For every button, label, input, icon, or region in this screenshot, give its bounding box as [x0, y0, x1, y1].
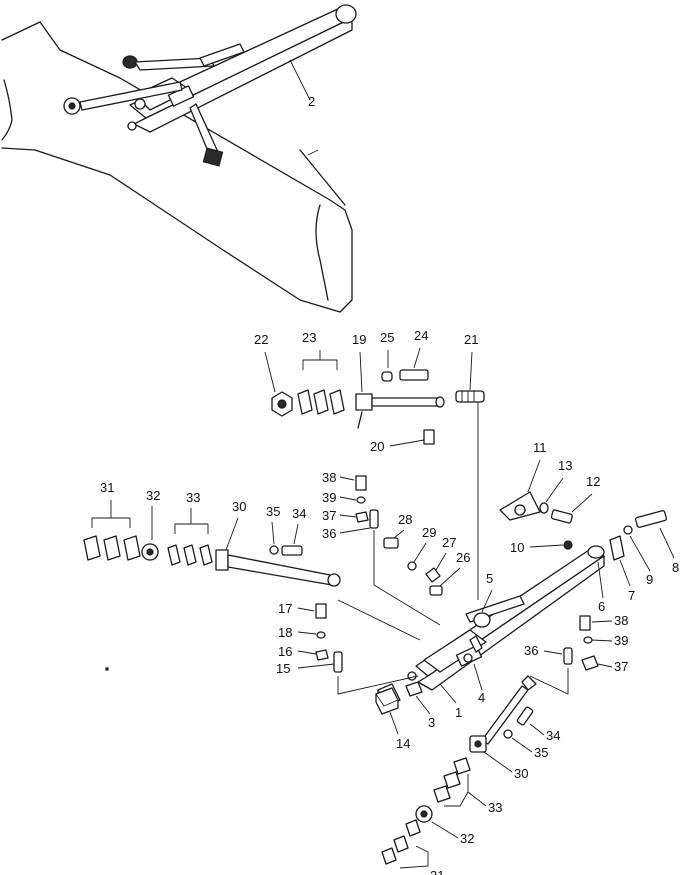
callout-2: 2 [308, 94, 315, 109]
callout-4: 4 [478, 690, 485, 705]
callout-11: 11 [533, 440, 547, 455]
callout-34-lower: 34 [546, 728, 560, 743]
callout-7: 7 [628, 588, 635, 603]
callout-37-upper: 37 [322, 508, 336, 523]
callout-10: 10 [510, 540, 524, 555]
callout-38-lower: 38 [614, 613, 628, 628]
callout-30-lower: 30 [514, 766, 528, 781]
callout-32-upper: 32 [146, 488, 160, 503]
callout-27: 27 [442, 535, 456, 550]
callout-35-lower: 35 [534, 745, 548, 760]
callout-20: 20 [370, 439, 384, 454]
clip-stack-lower [381, 757, 471, 869]
pin-set-left-lower [315, 599, 421, 695]
callout-30-upper: 30 [232, 499, 246, 514]
callout-31-lower: 31 [430, 868, 444, 875]
callout-12: 12 [586, 474, 600, 489]
callout-36-lower: 36 [524, 643, 538, 658]
callout-35-upper: 35 [266, 504, 280, 519]
callout-22: 22 [254, 332, 268, 347]
machine-body-outline [1, 21, 353, 313]
lower-link-rod [469, 675, 537, 753]
callout-23: 23 [302, 330, 316, 345]
callout-33-lower: 33 [488, 800, 502, 815]
callout-8: 8 [672, 560, 679, 575]
callout-34-upper: 34 [292, 506, 306, 521]
callout-18: 18 [278, 625, 292, 640]
callout-25: 25 [380, 330, 394, 345]
pin-clip-row-left [83, 500, 341, 587]
assembled-lift-arm [63, 4, 357, 167]
callout-28: 28 [398, 512, 412, 527]
bracket-hardware-right [499, 491, 667, 561]
callout-31-upper: 31 [100, 480, 114, 495]
callout-39-lower: 39 [614, 633, 628, 648]
callout-39-upper: 39 [322, 490, 336, 505]
callout-33-upper: 33 [186, 490, 200, 505]
main-lift-arm [377, 545, 605, 707]
callout-21: 21 [464, 332, 478, 347]
block-14 [375, 687, 399, 715]
stray-dot [105, 667, 109, 671]
center-pin-set [355, 475, 443, 626]
callout-19: 19 [352, 332, 366, 347]
callout-38-upper: 38 [322, 470, 336, 485]
linkage-rod-group [271, 369, 485, 600]
leader-2 [289, 59, 311, 101]
callout-13: 13 [558, 458, 572, 473]
callout-29: 29 [422, 525, 436, 540]
callout-5: 5 [486, 571, 493, 586]
callout-36-upper: 36 [322, 526, 336, 541]
callout-9: 9 [646, 572, 653, 587]
callout-6: 6 [598, 599, 605, 614]
callout-17: 17 [278, 601, 292, 616]
callout-16: 16 [278, 644, 292, 659]
callout-37-lower: 37 [614, 659, 628, 674]
callout-15: 15 [276, 661, 290, 676]
callout-24: 24 [414, 328, 428, 343]
callout-1: 1 [455, 705, 462, 720]
callout-14: 14 [396, 736, 410, 751]
pin-set-right-lower [529, 615, 599, 695]
callout-26: 26 [456, 550, 470, 565]
callout-3: 3 [428, 715, 435, 730]
callout-32-lower: 32 [460, 831, 474, 846]
